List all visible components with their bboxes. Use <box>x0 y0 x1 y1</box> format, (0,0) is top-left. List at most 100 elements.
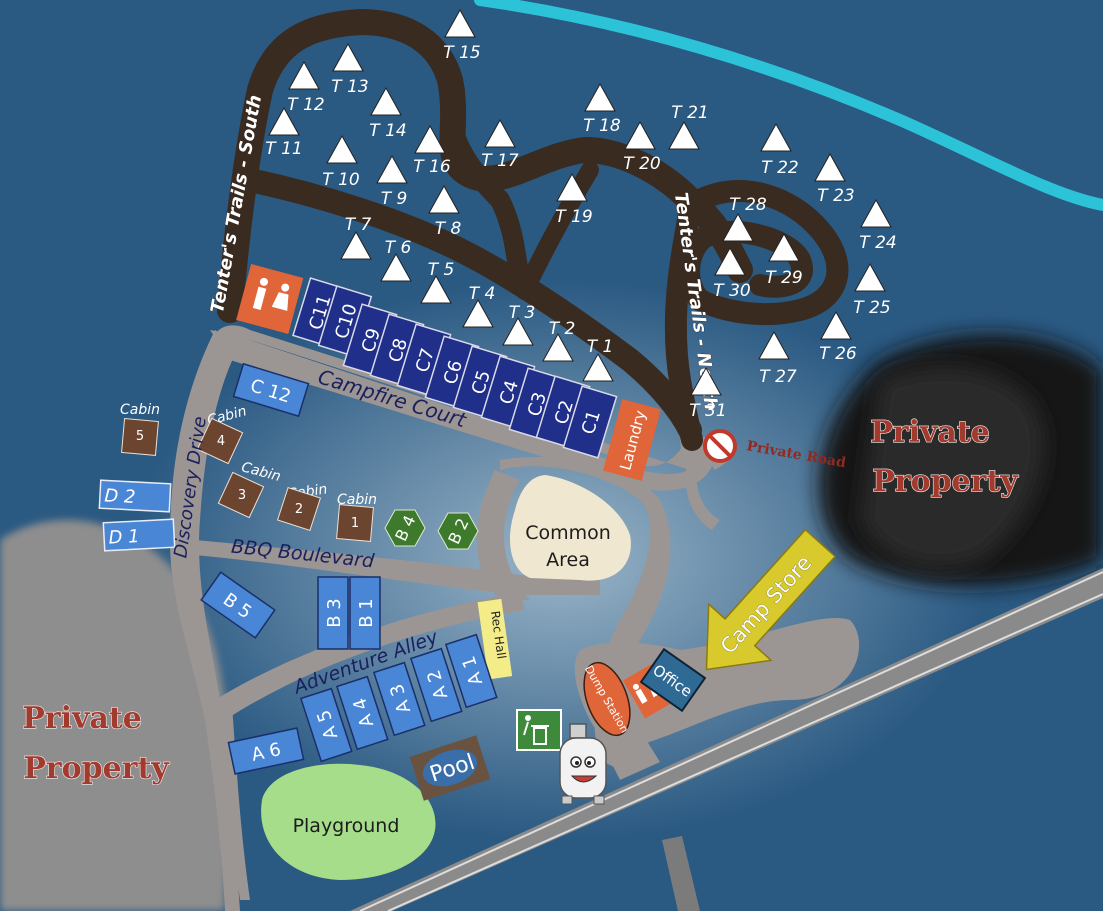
tent-site-label: T 31 <box>689 401 726 421</box>
no-entry-icon <box>703 429 737 463</box>
site-b2[interactable]: B 2 <box>437 512 479 550</box>
cabin-5[interactable]: Cabin 5 <box>120 402 160 456</box>
office[interactable]: Office <box>639 647 707 713</box>
tent-icon[interactable] <box>722 212 754 242</box>
highway <box>350 568 1103 911</box>
laundry[interactable]: Laundry <box>603 399 661 481</box>
private-property-left-line2: Property <box>23 751 170 786</box>
tent-site-label: T 30 <box>713 281 750 301</box>
site-d1-label: D 1 <box>108 526 140 549</box>
site-a1[interactable]: A 1 <box>444 633 498 709</box>
private-property-left-line1: Private <box>22 701 142 736</box>
tent-icon[interactable] <box>542 332 574 362</box>
cabin-2[interactable]: Cabin 2 <box>276 481 329 532</box>
rec-hall[interactable]: Rec Hall <box>477 598 513 680</box>
site-b4[interactable]: B 4 <box>384 509 426 547</box>
tent-site-label: T 12 <box>287 95 324 115</box>
site-a4[interactable]: A 4 <box>335 675 389 751</box>
tent-icon[interactable] <box>624 120 656 150</box>
c-sites: C11 C10 C9 C8 C7 C6 C5 C4 C3 C2 C1 <box>292 277 618 459</box>
tent-icon[interactable] <box>484 118 516 148</box>
restrooms <box>236 263 304 334</box>
site-d1[interactable]: D 1 <box>102 518 176 552</box>
tent-icon[interactable] <box>556 172 588 202</box>
tent-icon[interactable] <box>326 134 358 164</box>
tent-site-label: T 6 <box>385 238 412 258</box>
site-a2[interactable]: A 2 <box>409 647 463 723</box>
site-a6[interactable]: A 6 <box>227 727 305 775</box>
common-area-label: Common <box>525 522 611 544</box>
site-b1[interactable]: B 1 <box>349 576 381 650</box>
tent-icon[interactable] <box>714 246 746 276</box>
cabin-1-number: 1 <box>351 516 359 531</box>
tent-icon[interactable] <box>420 274 452 304</box>
tent-site-label: T 21 <box>671 103 708 123</box>
site-b1-label: B 1 <box>356 598 377 628</box>
tent-icon[interactable] <box>332 42 364 72</box>
site-d2[interactable]: D 2 <box>98 479 172 513</box>
site-c1[interactable] <box>562 385 618 459</box>
tent-site-label: T 26 <box>819 344 857 364</box>
tent-icon[interactable] <box>376 154 408 184</box>
stream <box>474 0 1103 211</box>
tent-site-label: T 28 <box>729 195 767 215</box>
tent-icon[interactable] <box>370 86 402 116</box>
cabin-3-number: 3 <box>238 488 246 503</box>
tent-site-label: T 17 <box>481 151 519 171</box>
woman-icon <box>281 283 290 292</box>
tent-icon[interactable] <box>444 8 476 38</box>
tent-icon[interactable] <box>428 184 460 214</box>
tent-icon[interactable] <box>288 60 320 90</box>
tent-site-label: T 2 <box>549 319 576 339</box>
tent-site-label: T 15 <box>443 43 480 63</box>
cabin-2-number: 2 <box>295 502 303 517</box>
cabin-4-number: 4 <box>217 434 225 449</box>
site-a3[interactable]: A 3 <box>372 661 426 737</box>
tent-icon[interactable] <box>760 122 792 152</box>
tent-icon[interactable] <box>768 232 800 262</box>
tent-icon[interactable] <box>502 316 534 346</box>
tent-site-label: T 8 <box>435 219 462 239</box>
tent-icon[interactable] <box>584 82 616 112</box>
cabin-5-caption: Cabin <box>120 402 160 418</box>
tent-site-label: T 27 <box>759 367 797 387</box>
tent-site-label: T 25 <box>853 298 890 318</box>
site-b3[interactable]: B 3 <box>317 576 349 650</box>
tent-site-label: T 9 <box>381 189 408 209</box>
private-property-right-line2: Property <box>872 464 1019 499</box>
tent-site-label: T 14 <box>369 121 406 141</box>
tent-site-label: T 5 <box>428 260 455 280</box>
tent-icon[interactable] <box>462 298 494 328</box>
tent-icon[interactable] <box>854 262 886 292</box>
tent-icon[interactable] <box>820 310 852 340</box>
cabin-1[interactable]: Cabin 1 <box>336 492 377 542</box>
propane-tank-icon <box>559 723 607 805</box>
tent-icon[interactable] <box>268 106 300 136</box>
tent-site-label: T 20 <box>623 154 660 174</box>
tent-icon[interactable] <box>860 198 892 228</box>
tent-icon[interactable] <box>758 330 790 360</box>
tent-site-label: T 4 <box>469 284 496 304</box>
site-a5[interactable]: A 5 <box>299 687 353 763</box>
tent-site-label: T 23 <box>817 186 854 206</box>
tent-icon[interactable] <box>380 252 412 282</box>
common-area <box>510 475 631 581</box>
cabin-5-number: 5 <box>136 429 144 444</box>
tent-icon[interactable] <box>414 124 446 154</box>
rec-hall-label-2: Hall <box>492 635 509 660</box>
rec-hall-label: Rec <box>488 610 505 634</box>
cabin-3[interactable]: Cabin 3 <box>217 459 282 519</box>
private-woods-left <box>0 520 230 911</box>
tent-icon[interactable] <box>340 230 372 260</box>
site-c12[interactable]: C 12 <box>232 362 310 418</box>
tent-icon[interactable] <box>668 120 700 150</box>
cabin-1-caption: Cabin <box>337 492 377 508</box>
tent-icon[interactable] <box>814 152 846 182</box>
tent-icon[interactable] <box>690 366 722 396</box>
tent-site-label: T 18 <box>583 116 621 136</box>
tent-icon[interactable] <box>582 352 614 382</box>
playground <box>261 763 436 880</box>
